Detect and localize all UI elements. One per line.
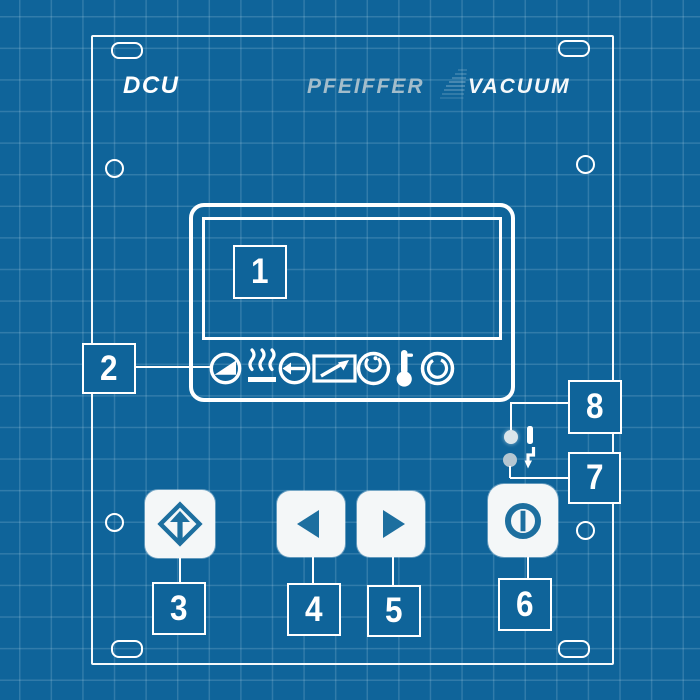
power-button[interactable]: [488, 484, 558, 557]
mounting-hole-left-bottom: [105, 513, 124, 532]
function-select-button[interactable]: [145, 490, 215, 558]
callout-box-display: 1: [233, 245, 287, 299]
leader-line-2: [136, 366, 211, 368]
callout-box-right-button: 5: [367, 585, 421, 637]
pfeiffer-logo-mark: [440, 69, 467, 99]
callout-number: 2: [100, 348, 118, 388]
callout-box-power-button: 6: [498, 578, 552, 631]
brand-pfeiffer-label: PFEIFFER: [307, 75, 425, 98]
leader-line-8-h: [510, 402, 569, 404]
operation-mode-icon: [420, 351, 455, 386]
mounting-slot-bottom-right: [558, 640, 590, 658]
callout-number: 8: [586, 387, 604, 426]
mounting-slot-top-left: [111, 42, 143, 59]
leader-line-7-v: [509, 466, 511, 478]
mounting-slot-bottom-left: [111, 640, 143, 658]
callout-box-operation-led: 8: [568, 380, 622, 434]
previous-button[interactable]: [277, 491, 345, 557]
device-name-label: DCU: [123, 72, 180, 99]
error-flash-symbol: [524, 447, 536, 469]
operation-led: [504, 430, 518, 444]
pressure-trend-icon: [312, 354, 357, 383]
motor-icon: [356, 351, 391, 386]
leader-line-7-h: [510, 477, 569, 479]
leader-line-8-v: [510, 402, 512, 431]
callout-number: 4: [305, 589, 323, 629]
diamond-up-arrow-icon: [157, 501, 203, 547]
mounting-hole-right-bottom: [576, 521, 595, 540]
callout-number: 3: [170, 588, 188, 628]
leader-line-6: [527, 557, 529, 578]
mounting-hole-right-top: [576, 155, 595, 174]
error-led: [503, 453, 517, 467]
mounting-hole-left-top: [105, 159, 124, 178]
callout-box-function-button: 3: [152, 582, 206, 635]
rotation-speed-icon: [209, 352, 242, 385]
callout-box-status-icons: 2: [82, 343, 136, 394]
callout-number: 1: [251, 252, 269, 291]
lcd-display: [202, 217, 502, 340]
leader-line-5: [392, 557, 394, 585]
leader-line-4: [312, 557, 314, 583]
callout-number: 7: [585, 458, 604, 497]
venting-icon: [278, 352, 311, 385]
callout-number: 6: [516, 584, 534, 624]
next-button[interactable]: [357, 491, 425, 557]
callout-number: 5: [385, 591, 403, 630]
operation-bar-symbol: [527, 426, 533, 444]
heating-icon: [248, 348, 276, 382]
display-module: [189, 203, 515, 402]
callout-box-left-button: 4: [287, 583, 341, 636]
arrow-right-icon: [383, 510, 405, 538]
brand-vacuum-label: VACUUM: [468, 75, 571, 98]
power-icon: [505, 502, 541, 539]
temperature-icon: [396, 350, 413, 387]
callout-box-error-led: 7: [568, 452, 621, 504]
leader-line-3: [179, 558, 181, 582]
arrow-left-icon: [297, 510, 319, 538]
mounting-slot-top-right: [558, 40, 590, 57]
